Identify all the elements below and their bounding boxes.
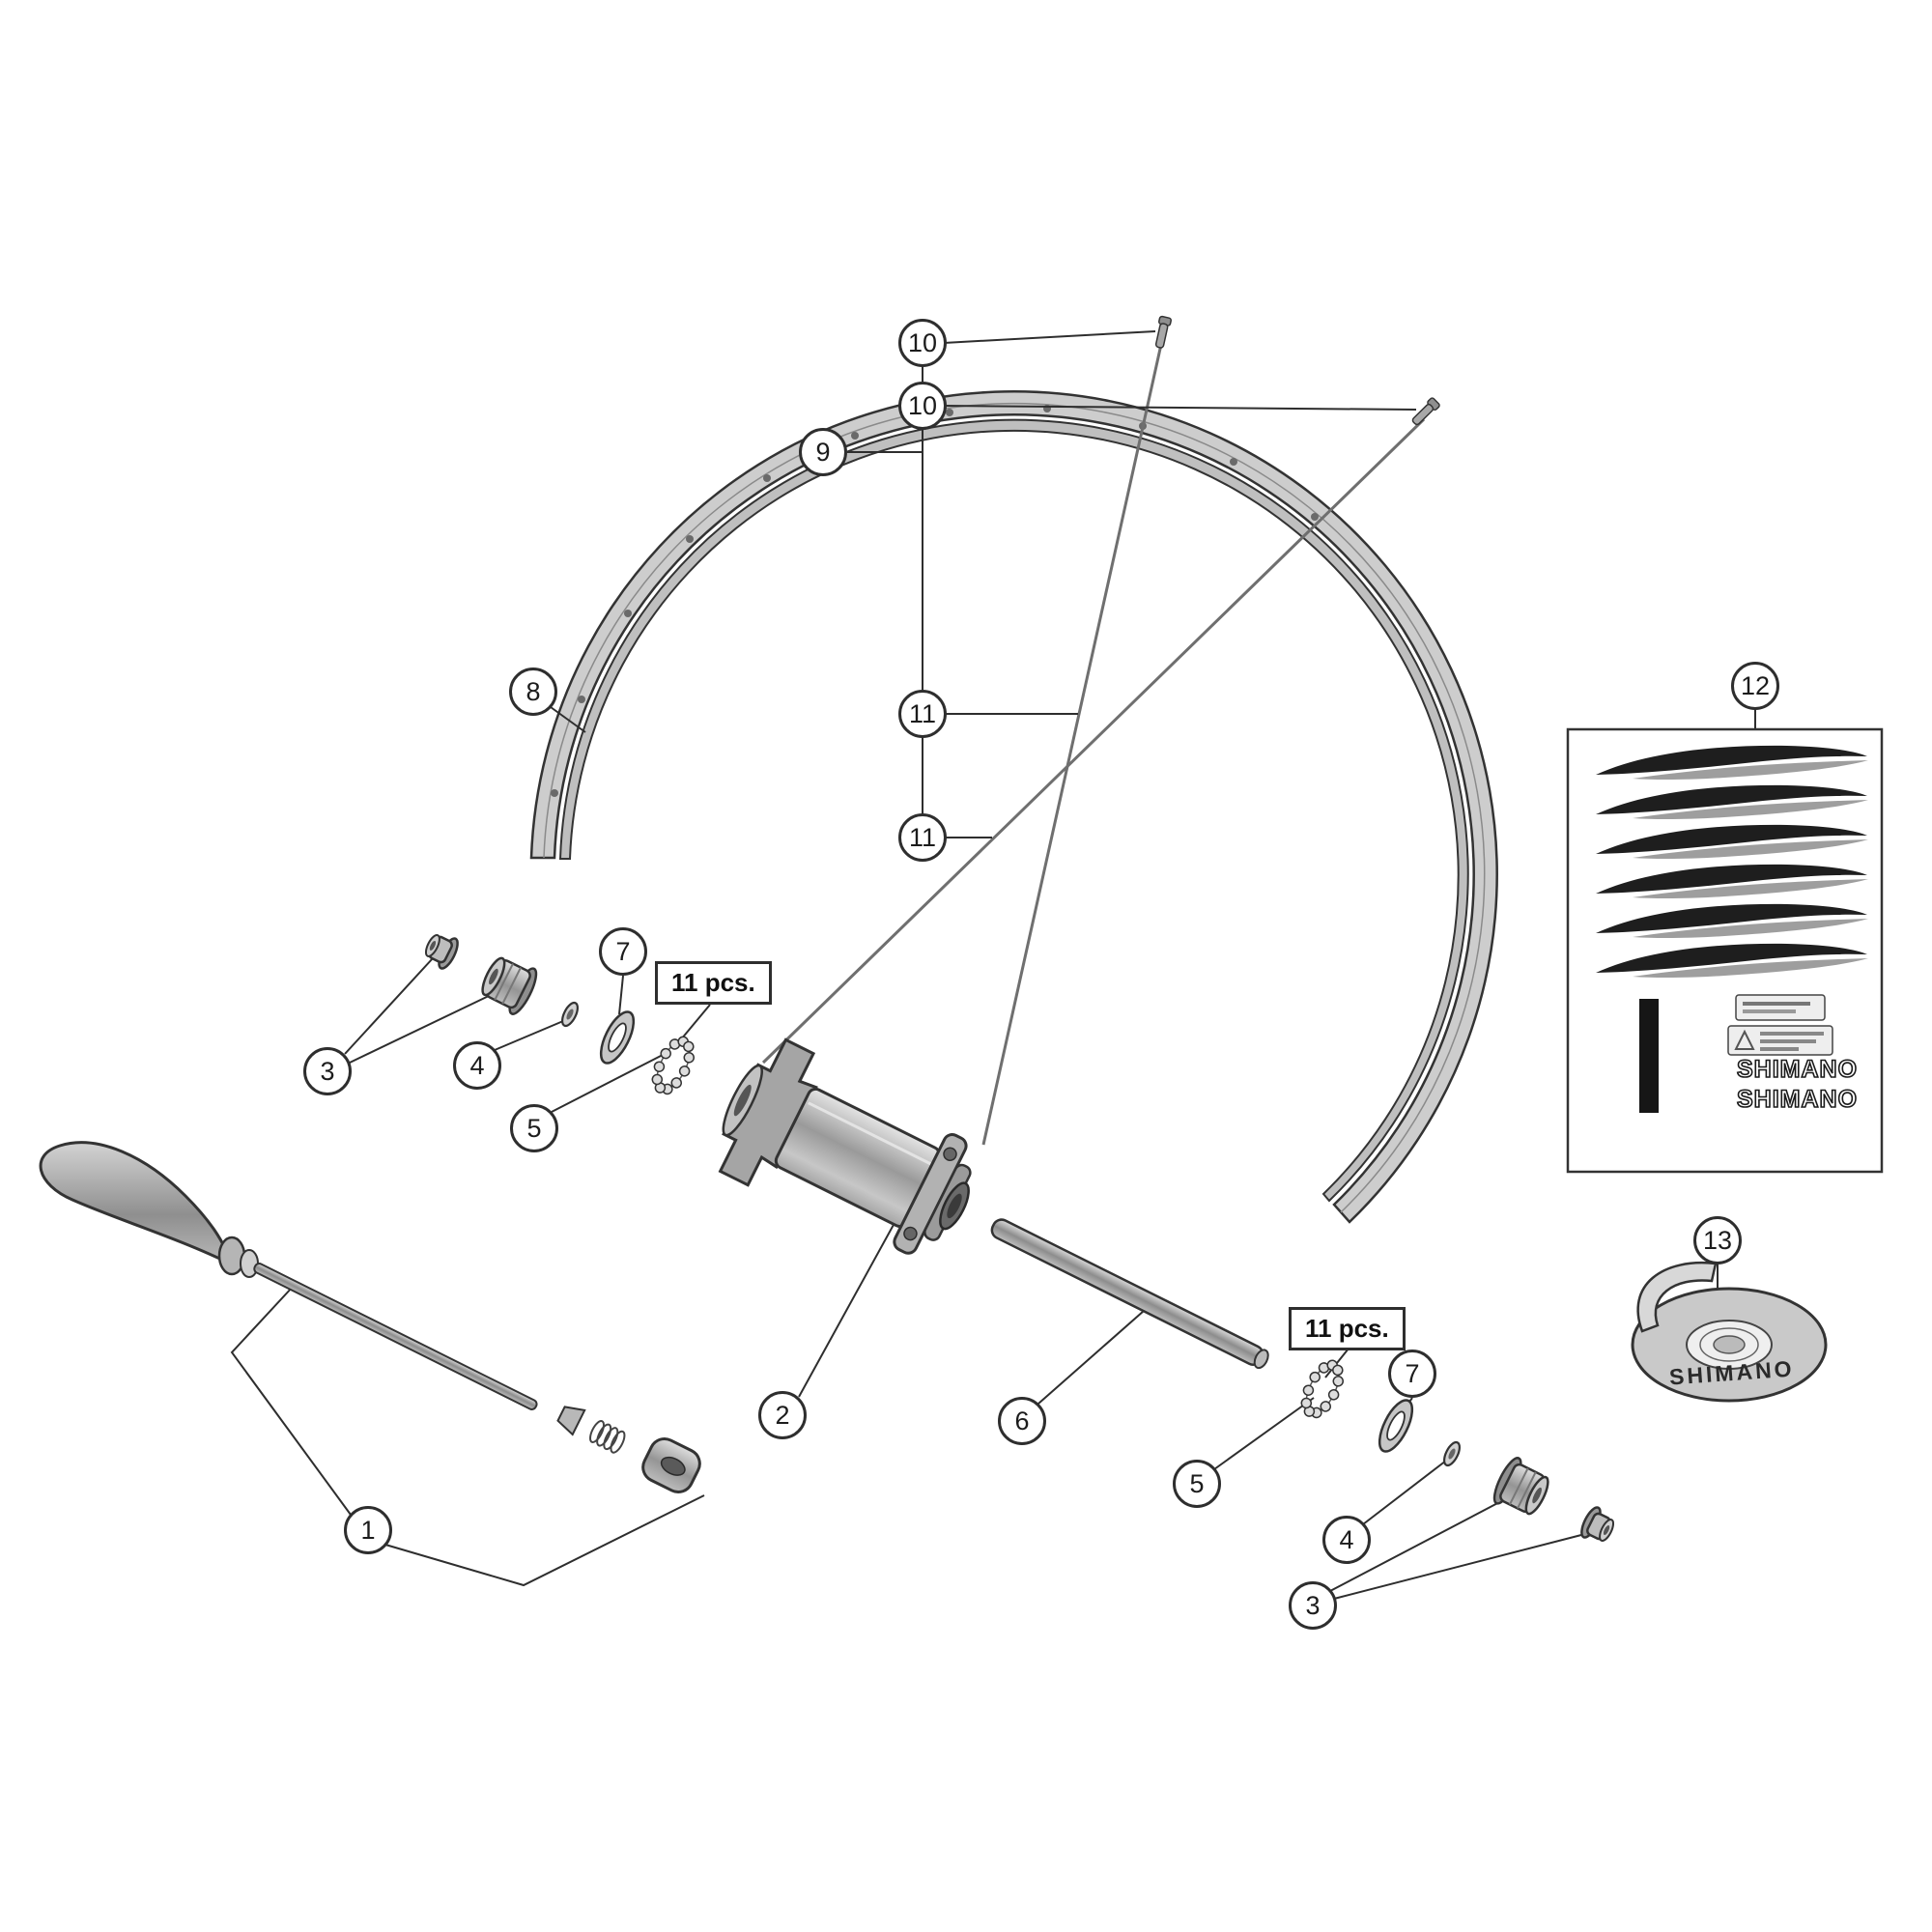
end-cap-right xyxy=(1577,1503,1620,1548)
bearing-quantity-label-left: 11 pcs. xyxy=(655,961,772,1005)
lock-nut-left xyxy=(474,950,543,1019)
lock-nut-right xyxy=(1488,1453,1556,1522)
callout-12: 12 xyxy=(1731,662,1779,710)
callout-7-right: 7 xyxy=(1388,1350,1436,1398)
quick-release-skewer xyxy=(39,1141,701,1494)
skewer-end-nut xyxy=(641,1436,701,1494)
callout-7-left: 7 xyxy=(599,927,647,976)
wheel-rim xyxy=(529,390,1498,1224)
callout-3-right: 3 xyxy=(1289,1581,1337,1630)
callout-2: 2 xyxy=(758,1391,807,1439)
callout-11-upper: 11 xyxy=(898,690,947,738)
callout-5-right: 5 xyxy=(1173,1460,1221,1508)
callout-10-upper: 10 xyxy=(898,319,947,367)
spoke-nipple-1 xyxy=(1152,315,1173,350)
skewer-coil-spring xyxy=(589,1420,626,1454)
bearing-retainer-right xyxy=(1293,1353,1353,1426)
callout-6: 6 xyxy=(998,1397,1046,1445)
quick-release-lever xyxy=(39,1141,233,1266)
decal-black-bar xyxy=(1639,999,1659,1113)
callout-4-right: 4 xyxy=(1322,1516,1371,1564)
callout-5-left: 5 xyxy=(510,1104,558,1152)
washer-right xyxy=(1439,1438,1464,1469)
decal-spec-sticker xyxy=(1735,994,1826,1021)
decal-brand-text-1: SHIMANO xyxy=(1736,1055,1859,1084)
callout-8: 8 xyxy=(509,668,557,716)
leader-lines xyxy=(230,330,1756,1600)
washer-left xyxy=(557,999,582,1030)
front-hub-body xyxy=(718,1037,972,1255)
callout-4-left: 4 xyxy=(453,1041,501,1090)
spokes xyxy=(761,339,1426,1146)
callout-13: 13 xyxy=(1693,1216,1742,1264)
bearing-retainer-left xyxy=(643,1030,704,1102)
bearing-quantity-label-right: 11 pcs. xyxy=(1289,1307,1406,1350)
dust-seal-right xyxy=(1372,1394,1420,1458)
spoke-nipple-2 xyxy=(1409,396,1441,428)
decal-warning-sticker xyxy=(1727,1025,1833,1056)
rim-tape-roll xyxy=(1631,1261,1828,1403)
dust-seal-left xyxy=(593,1006,641,1069)
callout-11-lower: 11 xyxy=(898,813,947,862)
callout-9: 9 xyxy=(799,428,847,476)
callout-1: 1 xyxy=(344,1506,392,1554)
callout-3-left: 3 xyxy=(303,1047,352,1095)
hub-axle xyxy=(990,1218,1269,1370)
callout-10-lower: 10 xyxy=(898,382,947,430)
decal-brand-text-2: SHIMANO xyxy=(1736,1085,1859,1114)
decal-sheet xyxy=(1566,727,1884,1174)
skewer-spring-cone xyxy=(556,1406,586,1436)
